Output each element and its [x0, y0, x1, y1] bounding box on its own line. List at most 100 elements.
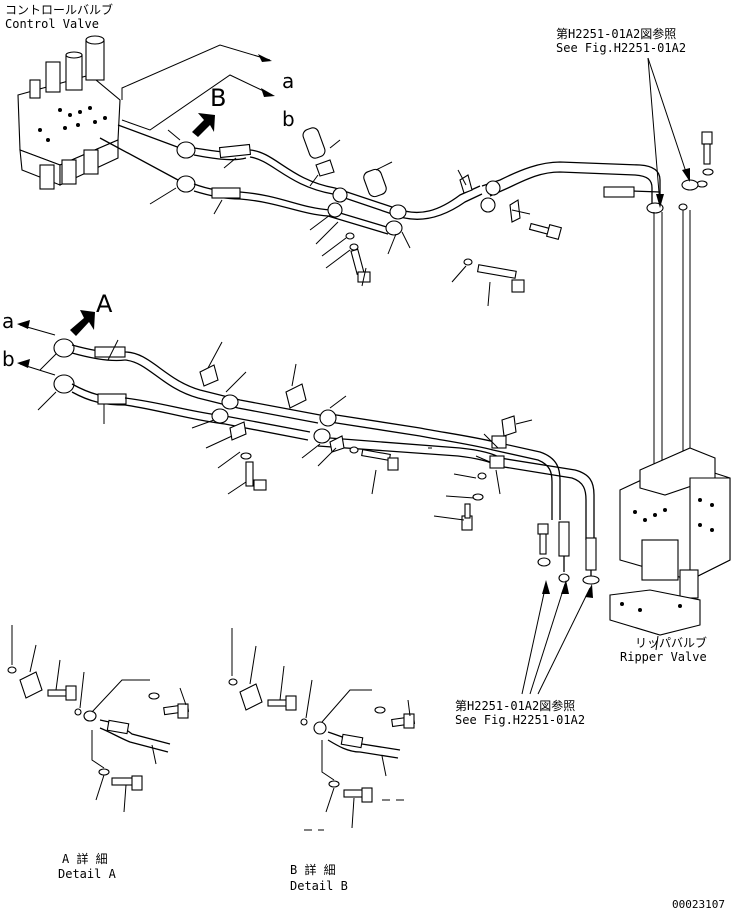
bolt-icon	[361, 448, 399, 471]
bolt-icon	[343, 787, 373, 803]
bolt-icon	[537, 523, 549, 555]
arrow-icon	[261, 88, 275, 97]
bolt-icon	[528, 222, 563, 241]
washer-icon	[472, 493, 484, 501]
arrow-icon	[656, 194, 664, 208]
bolt-icon	[350, 248, 371, 283]
marker-a-top: a	[282, 69, 294, 93]
hose-icon	[106, 719, 130, 735]
flange-icon	[176, 141, 196, 159]
o-ring-icon	[228, 678, 238, 686]
marker-b-top: b	[282, 107, 295, 131]
o-ring-icon	[7, 666, 17, 674]
clamp-icon	[480, 197, 496, 213]
ref-top-en: See Fig.H2251-01A2	[556, 41, 686, 55]
clamp-icon	[389, 204, 407, 220]
bolt-icon	[461, 503, 473, 531]
o-ring-icon	[678, 203, 688, 211]
control-valve-label-jp: コントロールバルブ	[5, 2, 113, 17]
hose-icon	[97, 393, 127, 405]
washer-icon	[477, 472, 487, 480]
detail-a-label-en: Detail A	[58, 867, 117, 881]
flange-icon	[19, 671, 43, 699]
washer-icon	[349, 243, 359, 251]
detail-b	[228, 628, 416, 831]
arrow-icon	[585, 584, 593, 598]
bolt-icon	[111, 775, 143, 791]
detail-a-label-jp: A 詳 細	[62, 851, 108, 866]
ripper-valve-label-en: Ripper Valve	[620, 650, 707, 664]
clamp-icon	[491, 435, 507, 449]
washer-icon	[98, 768, 110, 776]
washer-icon	[345, 232, 355, 240]
hose-icon	[585, 537, 597, 571]
ref-bottom-jp: 第H2251-01A2図参照	[455, 698, 575, 713]
bolt-icon	[701, 131, 713, 165]
arrow-icon	[561, 580, 569, 594]
ref-bottom-en: See Fig.H2251-01A2	[455, 713, 585, 727]
flange-icon	[313, 721, 327, 735]
clamp-icon	[211, 408, 229, 424]
drawing-number: 00023107	[672, 898, 725, 911]
washer-icon	[463, 258, 473, 266]
washer-icon	[240, 452, 252, 460]
detail-a	[7, 625, 190, 813]
middle-hose-group	[37, 338, 600, 585]
arrow-icon	[192, 113, 215, 137]
washer-icon	[374, 706, 386, 714]
bolt-icon	[163, 703, 190, 719]
clamp-icon	[485, 180, 501, 196]
clamp-icon	[313, 428, 331, 444]
detail-b-label-jp: B 詳 細	[290, 862, 336, 877]
bolt-icon	[391, 713, 416, 729]
control-valve-label-en: Control Valve	[5, 17, 99, 31]
hose-icon	[218, 143, 252, 159]
arrow-icon	[542, 580, 550, 594]
upper-hose-group	[99, 124, 714, 470]
arrow-b-top	[121, 74, 275, 131]
flange-icon	[239, 683, 263, 711]
washer-icon	[702, 168, 714, 176]
flange-icon	[83, 710, 97, 722]
hose-icon	[340, 733, 364, 749]
clamp-icon	[332, 187, 348, 203]
marker-b-mid: b	[2, 347, 15, 371]
bolt-icon	[245, 461, 267, 491]
flange-icon	[176, 175, 196, 193]
callout-a: A	[96, 290, 113, 318]
washer-icon	[328, 780, 340, 788]
hose-icon	[603, 186, 635, 198]
washer-icon	[349, 446, 359, 454]
arrow-icon	[258, 54, 272, 62]
washer-icon	[148, 692, 160, 700]
arrow-icon	[17, 320, 30, 329]
control-valve	[17, 35, 121, 190]
detail-b-label-en: Detail B	[290, 879, 348, 893]
hose-icon	[558, 521, 570, 557]
arrow-icon	[17, 359, 30, 368]
ripper-valve	[609, 447, 731, 651]
arrow-icon	[682, 168, 690, 182]
washer-icon	[537, 557, 551, 567]
arrow-a-top	[121, 44, 272, 100]
hose-icon	[211, 187, 241, 199]
arrow-icon	[70, 310, 95, 336]
arrow-b-mid	[17, 359, 56, 376]
ref-top-jp: 第H2251-01A2図参照	[556, 26, 676, 41]
clamp-icon	[489, 455, 505, 469]
clamp-icon	[319, 409, 337, 427]
clamp-icon	[221, 394, 239, 410]
bolt-icon	[476, 264, 525, 293]
bolt-icon	[267, 695, 297, 711]
bolt-icon	[47, 685, 77, 701]
clamp-icon	[385, 220, 403, 236]
clamp-icon	[327, 202, 343, 218]
callout-b: B	[210, 84, 226, 112]
arrow-a-mid	[17, 320, 56, 336]
ripper-valve-label-jp: リッパバルブ	[635, 635, 707, 650]
o-ring-icon	[74, 708, 82, 716]
flange-icon	[53, 338, 75, 358]
marker-a-mid: a	[2, 309, 14, 333]
washer-icon	[696, 180, 708, 188]
